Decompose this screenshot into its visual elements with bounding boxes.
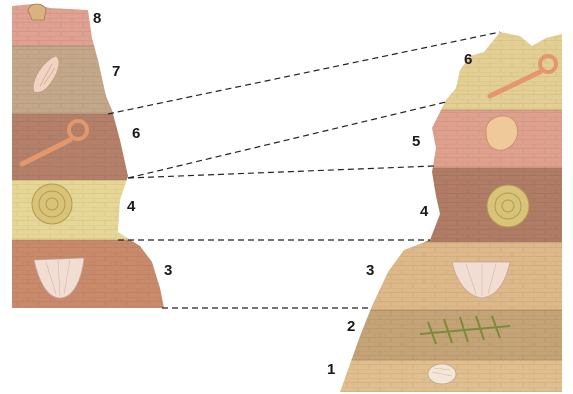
left-label-7: 7 <box>112 64 120 79</box>
right-label-3: 3 <box>366 263 374 278</box>
left-label-3: 3 <box>164 263 172 278</box>
right-label-5: 5 <box>412 134 420 149</box>
right-label-4: 4 <box>420 204 428 219</box>
shell-fossil <box>428 364 456 384</box>
left-label-4: 4 <box>127 199 135 214</box>
horn-coral-fossil <box>28 4 46 20</box>
right-label-2: 2 <box>347 319 355 334</box>
correlation-line-6 <box>128 102 446 178</box>
right-label-1: 1 <box>327 362 335 377</box>
left-label-6: 6 <box>132 126 140 141</box>
left-label-8: 8 <box>93 11 101 26</box>
correlation-line-5 <box>128 166 434 178</box>
ammonite-fossil <box>487 185 529 227</box>
correlation-line-top <box>108 32 500 114</box>
ammonite-fossil <box>32 184 72 224</box>
right-label-6: 6 <box>464 52 472 67</box>
